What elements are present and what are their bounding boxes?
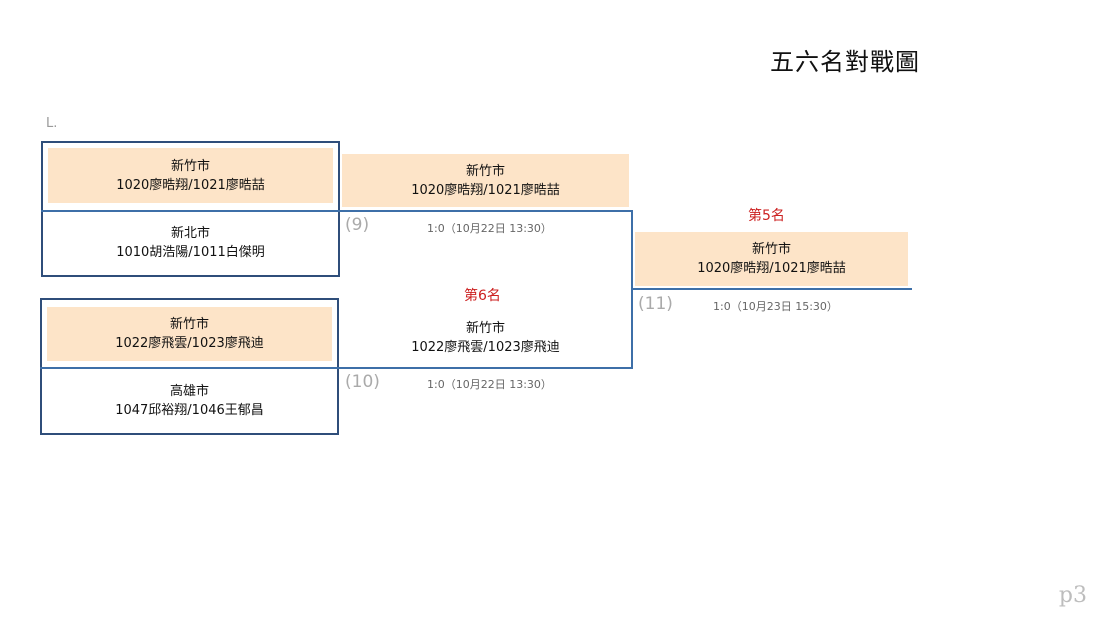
team-players: 1022廖飛雲/1023廖飛迪 [411,340,560,355]
match10-winner: 新竹市 1022廖飛雲/1023廖飛迪 [342,312,629,364]
match11-score: 1:0（10月23日 15:30） [713,300,838,313]
team-city: 新竹市 [465,321,505,336]
team-city: 新北市 [170,225,210,241]
team-city: 高雄市 [169,383,209,399]
team-players: 1010胡浩陽/1011白傑明 [116,244,265,260]
match1-team2: 新北市 1010胡浩陽/1011白傑明 [48,214,333,271]
match2-team2: 高雄市 1047邱裕翔/1046王郁昌 [47,372,332,429]
team-players: 1020廖晧翔/1021廖晧喆 [697,261,846,276]
final-line [633,288,912,290]
team-city: 新竹市 [170,158,210,174]
round2-vertical-line [631,210,633,369]
page-title: 五六名對戰圖 [770,48,920,76]
match2-team1: 新竹市 1022廖飛雲/1023廖飛迪 [47,307,332,361]
sixth-place-label: 第6名 [464,288,501,304]
match1-team1: 新竹市 1020廖晧翔/1021廖晧喆 [48,148,333,203]
team-players: 1022廖飛雲/1023廖飛迪 [115,336,264,351]
team-players: 1020廖晧翔/1021廖晧喆 [411,182,560,198]
round2-line-bottom [339,367,633,369]
match10-score: 1:0（10月22日 13:30） [427,378,552,391]
page-number: p3 [1058,583,1087,608]
fifth-place-label: 第5名 [748,208,785,224]
match1-divider [41,210,340,212]
match9-number: (9) [345,215,370,235]
round2-line-top [340,210,633,212]
match9-score: 1:0（10月22日 13:30） [427,222,552,235]
section-label: L. [46,116,58,131]
match11-winner: 新竹市 1020廖晧翔/1021廖晧喆 [635,232,908,286]
team-players: 1020廖晧翔/1021廖晧喆 [116,177,265,193]
match9-winner: 新竹市 1020廖晧翔/1021廖晧喆 [342,154,629,207]
match2-divider [40,367,339,369]
team-city: 新竹市 [751,242,791,257]
team-city: 新竹市 [465,163,505,179]
match10-number: (10) [345,372,380,392]
team-city: 新竹市 [169,317,209,332]
match11-number: (11) [638,294,673,314]
team-players: 1047邱裕翔/1046王郁昌 [115,402,264,418]
